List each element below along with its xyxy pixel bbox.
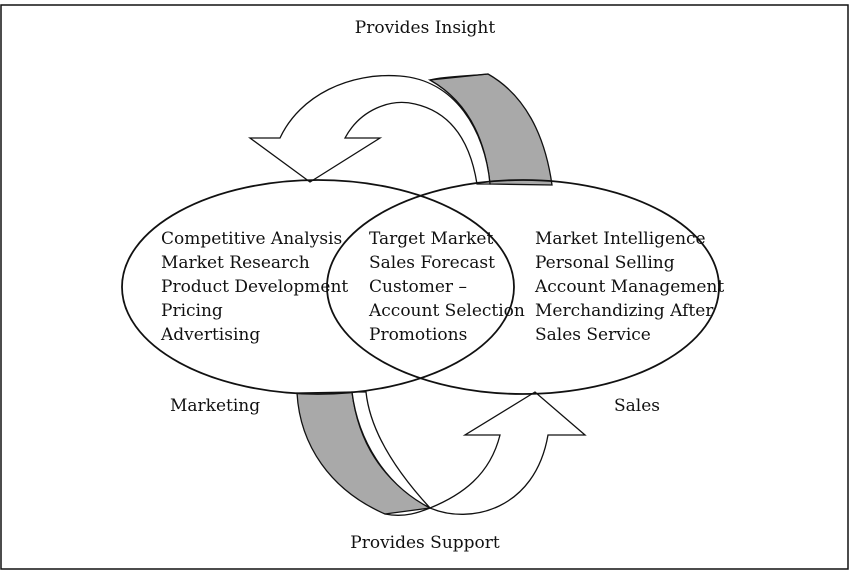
marketing-item: Market Research	[161, 253, 310, 273]
sales-item: Market Intelligence	[535, 229, 706, 249]
top-arrow-band	[427, 73, 553, 186]
sales-item: Account Management	[534, 277, 724, 297]
overlap-item: Account Selection	[368, 301, 525, 321]
marketing-item: Competitive Analysis	[161, 229, 342, 249]
overlap-item: Sales Forecast	[369, 253, 495, 273]
sales-ellipse	[326, 179, 720, 395]
marketing-item: Pricing	[161, 301, 223, 321]
diagram-frame	[0, 4, 849, 570]
overlap-item: Customer –	[369, 277, 467, 297]
sales-item: Merchandizing After	[535, 301, 714, 321]
sales-label: Sales	[614, 396, 660, 416]
marketing-label: Marketing	[170, 396, 260, 416]
overlap-item: Target Market	[369, 229, 493, 249]
bottom-arrow-label: Provides Support	[350, 533, 500, 553]
marketing-item: Product Development	[161, 277, 348, 297]
sales-item: Sales Service	[535, 325, 651, 345]
sales-item: Personal Selling	[535, 253, 675, 273]
top-arrow	[248, 74, 491, 185]
marketing-item: Advertising	[160, 325, 260, 345]
bottom-arrow-edge	[384, 507, 431, 516]
overlap-item: Promotions	[369, 325, 467, 345]
top-arrow-edge	[429, 73, 489, 81]
top-arrow-label: Provides Insight	[355, 18, 496, 38]
bottom-arrow	[351, 391, 587, 515]
marketing-ellipse	[121, 179, 515, 395]
